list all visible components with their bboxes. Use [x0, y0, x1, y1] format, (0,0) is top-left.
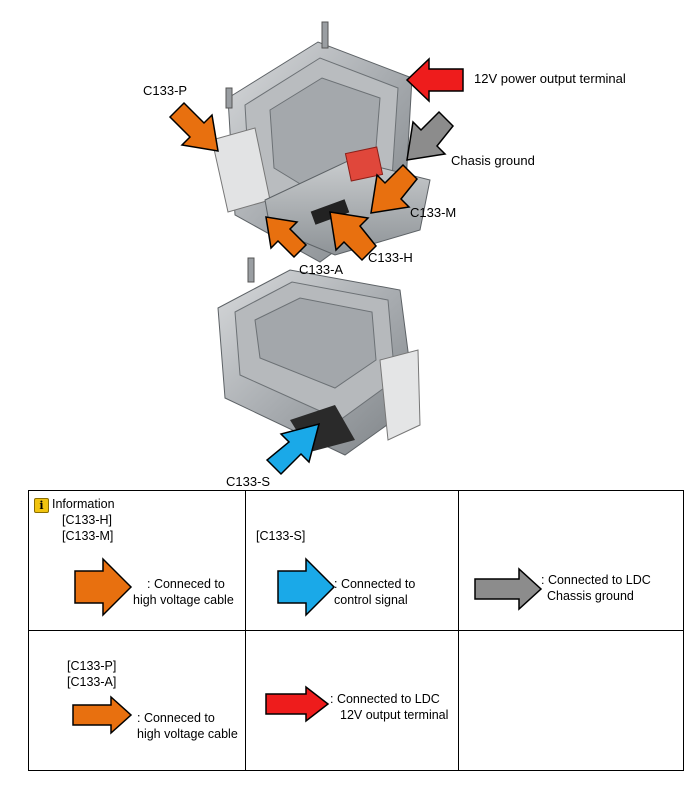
label-power-terminal: 12V power output terminal [474, 71, 626, 86]
c133-h-arrow [329, 211, 378, 262]
control-signal-arrow-icon [277, 557, 336, 617]
c133-p-arrow [168, 101, 219, 152]
legend-cell-hm: i Information [C133-H] [C133-M] : Connec… [28, 490, 246, 631]
label-c133-h: C133-H [368, 250, 413, 265]
legend-cell-pa: [C133-P] [C133-A] : Conneced to high vol… [28, 630, 246, 771]
label-chasis-ground: Chasis ground [451, 153, 535, 168]
legend-cell-empty [458, 630, 684, 771]
desc-12v-1: : Connected to LDC [330, 692, 440, 706]
legend-cell-12v: : Connected to LDC 12V output terminal [245, 630, 459, 771]
power-12v-arrow [405, 57, 464, 103]
high-voltage-arrow-small-icon [72, 695, 133, 735]
c133-m-arrow [370, 163, 419, 214]
info-title: Information [52, 497, 115, 511]
code-c133-h: [C133-H] [62, 513, 113, 527]
code-c133-s: [C133-S] [256, 529, 306, 543]
desc-s-1: : Connected to [334, 577, 416, 591]
desc-12v-2: 12V output terminal [340, 708, 449, 722]
label-c133-m: C133-M [410, 205, 457, 220]
desc-hm-1: : Conneced to [147, 577, 225, 591]
legend-cell-ground: : Connected to LDC Chassis ground [458, 490, 684, 631]
desc-ground-1: : Connected to LDC [541, 573, 651, 587]
desc-s-2: control signal [334, 593, 408, 607]
code-c133-a: [C133-A] [67, 675, 117, 689]
ground-arrow [406, 110, 455, 161]
label-c133-s: C133-S [226, 474, 271, 489]
label-c133-p: C133-P [143, 83, 188, 98]
code-c133-p: [C133-P] [67, 659, 117, 673]
label-c133-a: C133-A [299, 262, 344, 277]
legend-cell-s: [C133-S] : Connected to control signal [245, 490, 459, 631]
c133-a-arrow [265, 216, 308, 259]
desc-pa-2: high voltage cable [137, 727, 238, 741]
high-voltage-arrow-icon [74, 557, 133, 617]
ground-arrow-icon [474, 567, 543, 611]
desc-ground-2: Chassis ground [547, 589, 634, 603]
code-c133-m: [C133-M] [62, 529, 114, 543]
desc-pa-1: : Conneced to [137, 711, 215, 725]
legend-table: i Information [C133-H] [C133-M] : Connec… [28, 490, 684, 771]
desc-hm-2: high voltage cable [133, 593, 234, 607]
info-icon: i [34, 498, 49, 513]
c133-s-arrow [265, 422, 321, 476]
power-12v-arrow-icon [265, 685, 330, 723]
